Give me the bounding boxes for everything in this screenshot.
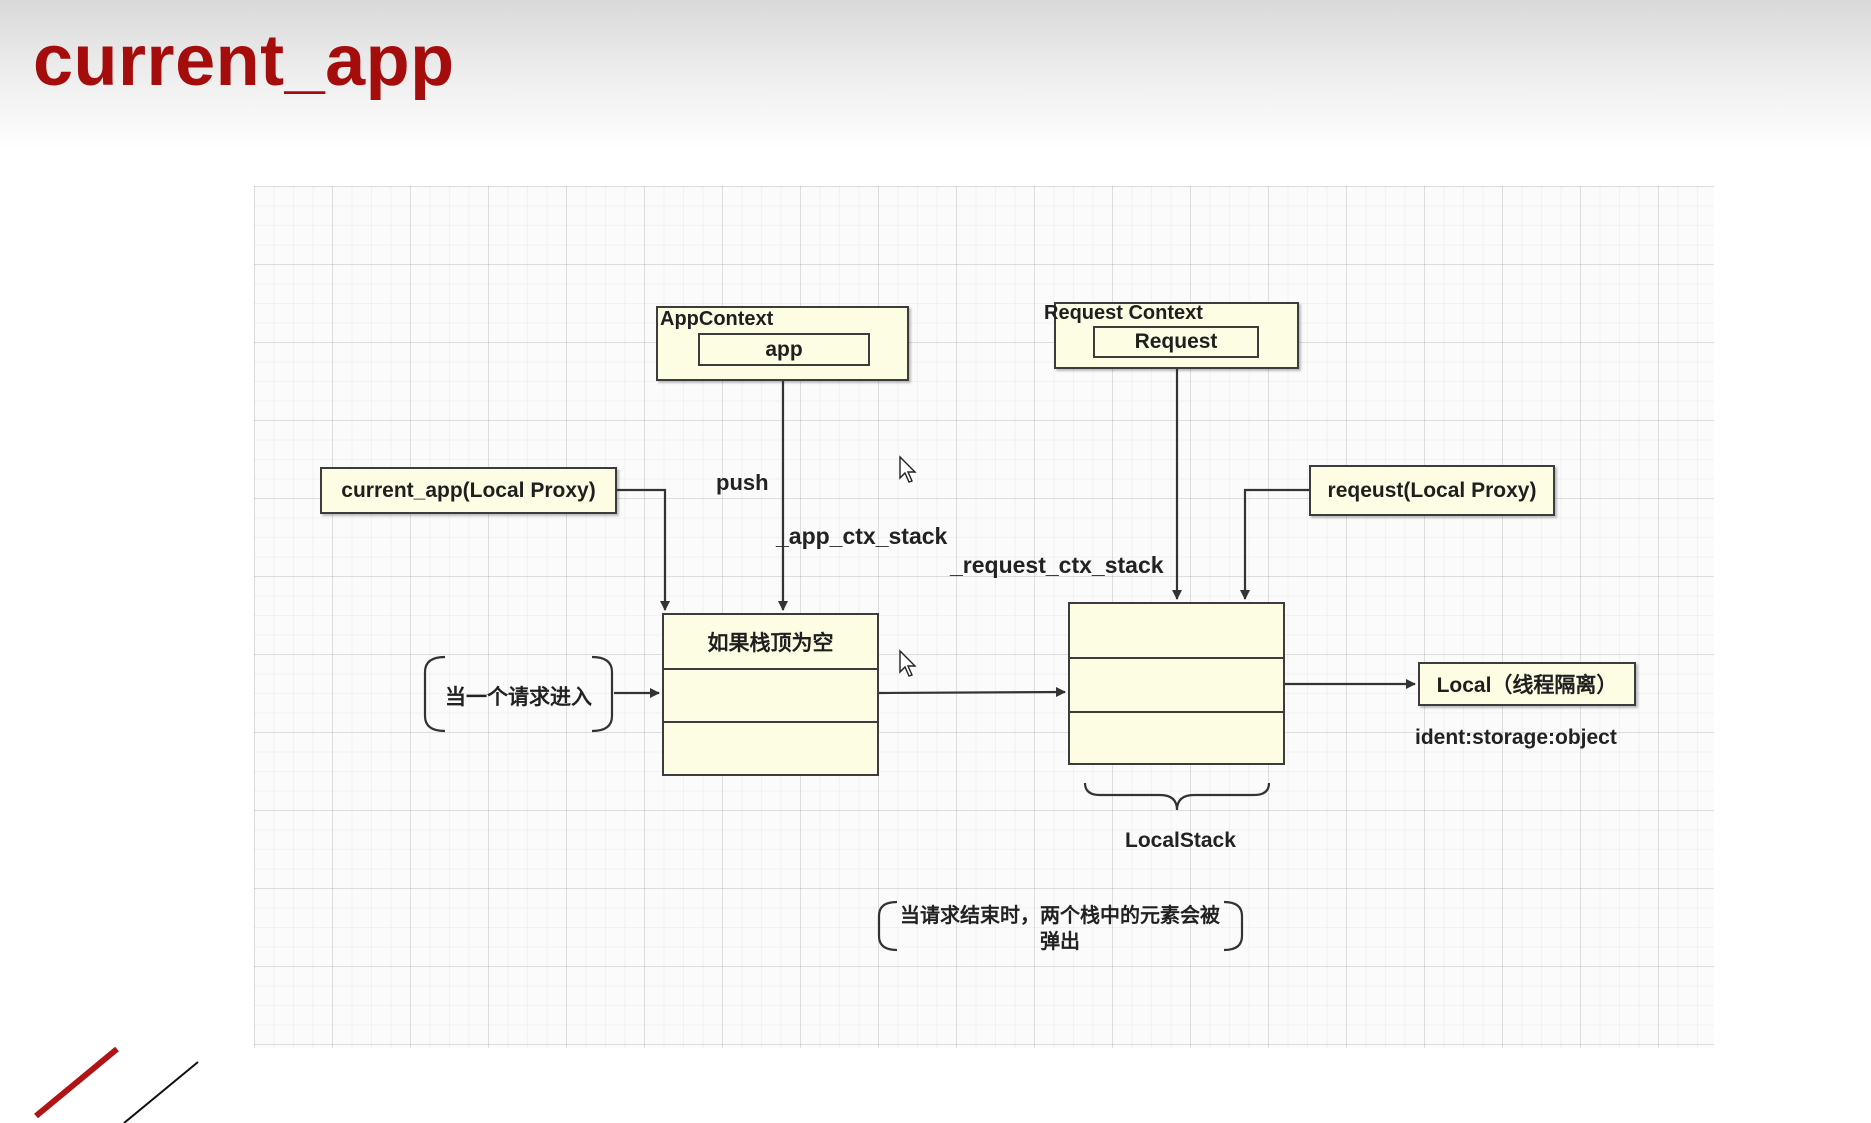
bracket-left-note (877, 900, 898, 952)
request-end-note-line1: 当请求结束时，两个栈中的元素会被 (900, 905, 1220, 927)
push-label: push (716, 470, 769, 495)
localstack-label: LocalStack (1125, 829, 1236, 852)
bracket-right-enters (591, 655, 614, 733)
request-proxy-label: reqeust(Local Proxy) (1327, 478, 1537, 502)
request-inner-label: Request (1134, 330, 1218, 353)
local-box-label: Local（线程隔离） (1436, 674, 1618, 697)
request-ctx-stack-label: _request_ctx_stack (950, 552, 1164, 578)
request-inner-box: Request (1093, 326, 1259, 358)
arrow-request-proxy (1240, 488, 1309, 600)
request-ctx-stack (1068, 602, 1285, 765)
localstack-brace (1083, 782, 1271, 811)
app-inner-label: app (765, 337, 803, 361)
request-context-title: Request Context (1044, 302, 1203, 324)
request-end-note-line2: 弹出 (1040, 931, 1080, 953)
bracket-left-enters (423, 655, 446, 733)
arrow-current-app-proxy (617, 488, 670, 611)
arrow-app-stack-to-request-stack (878, 687, 1066, 698)
app-ctx-stack-label: _app_ctx_stack (776, 523, 948, 549)
request-context-box: Request Context Request (1044, 302, 1299, 369)
bracket-right-note (1223, 900, 1244, 952)
request-stack-cell-top (1070, 604, 1283, 659)
local-storage-label: ident:storage:object (1415, 726, 1617, 749)
current-app-proxy-box: current_app(Local Proxy) (320, 467, 617, 514)
app-inner-box: app (698, 333, 870, 366)
header-band (0, 0, 1871, 150)
local-box: Local（线程隔离） (1418, 662, 1636, 706)
app-ctx-stack: 如果栈顶为空 (662, 613, 879, 776)
app-stack-cell-top: 如果栈顶为空 (664, 615, 877, 670)
decorative-black-slash (123, 1061, 199, 1123)
mouse-cursor-icon (899, 455, 917, 677)
app-stack-top-label: 如果栈顶为空 (707, 631, 834, 655)
request-stack-cell-middle (1070, 659, 1283, 713)
current-app-proxy-label: current_app(Local Proxy) (341, 478, 596, 502)
app-context-title: AppContext (660, 308, 774, 330)
request-end-note: 当请求结束时，两个栈中的元素会被 弹出 (880, 903, 1240, 955)
page-title: current_app (33, 21, 455, 101)
decorative-red-slash (34, 1046, 119, 1119)
request-proxy-box: reqeust(Local Proxy) (1309, 465, 1555, 516)
app-context-box: AppContext app (656, 306, 909, 381)
app-stack-cell-middle (664, 670, 877, 723)
request-enters-label: 当一个请求进入 (445, 686, 592, 709)
diagram-canvas (254, 186, 1714, 1048)
